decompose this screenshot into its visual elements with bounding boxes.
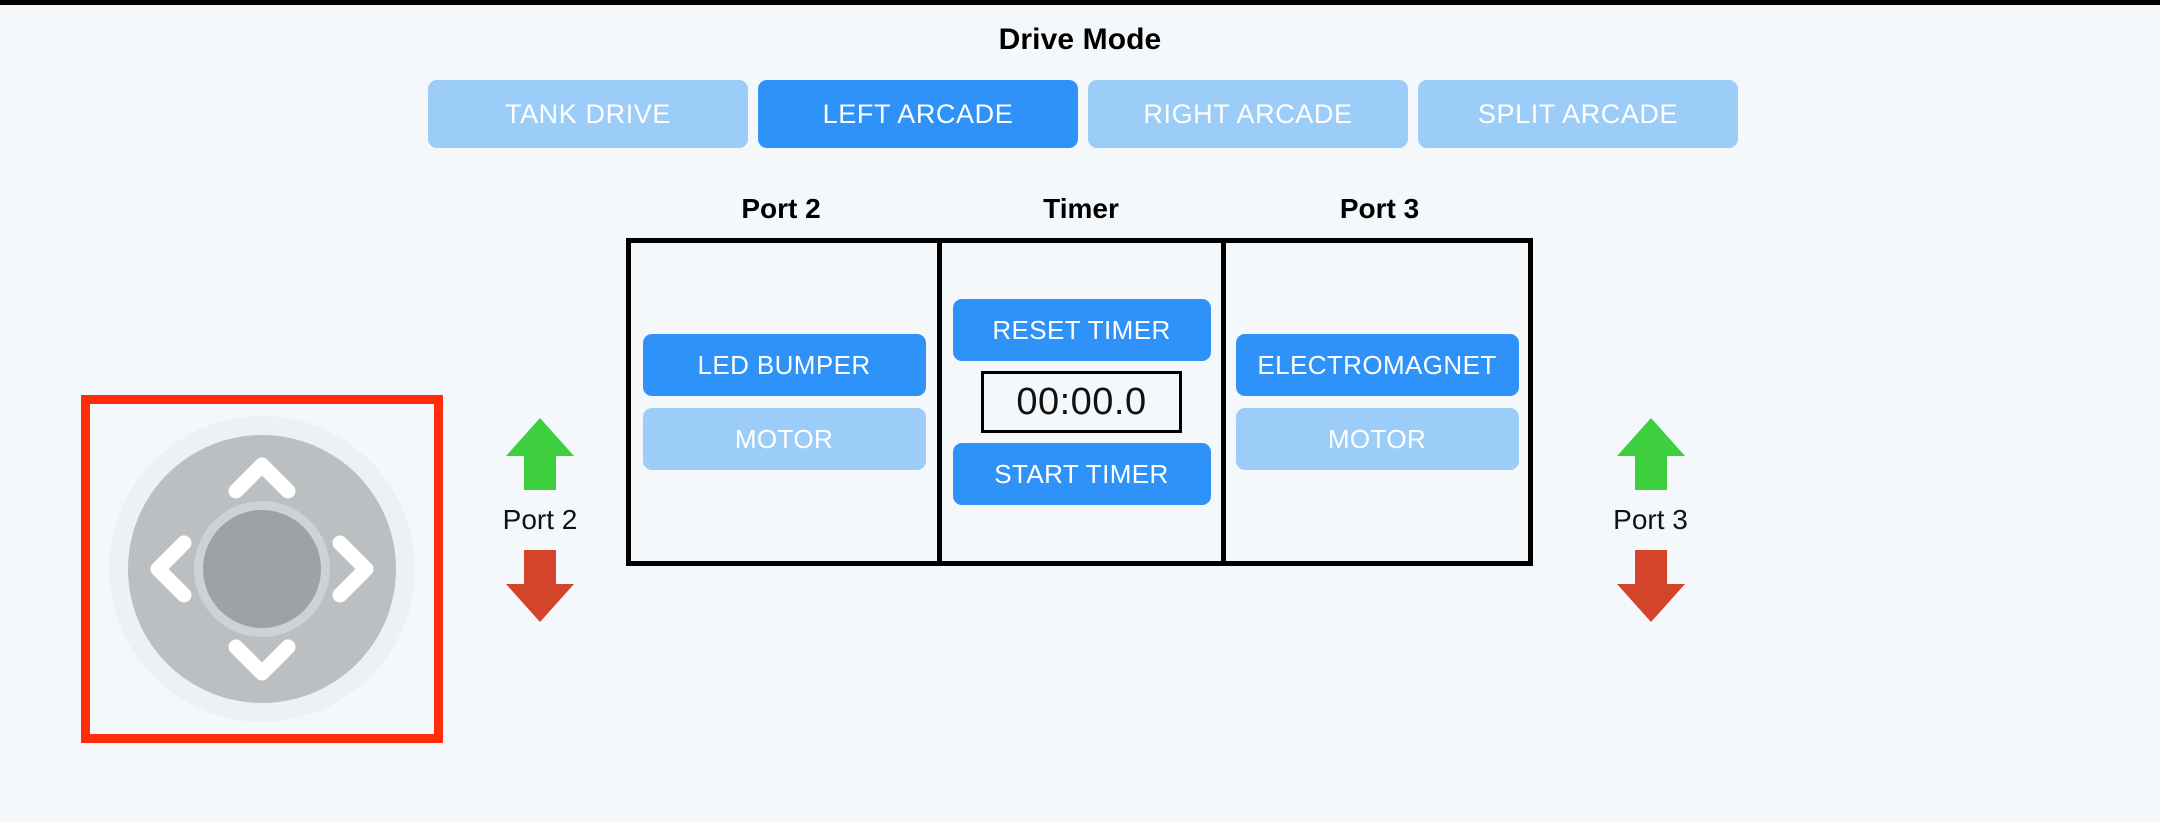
control-panel: LED BUMPER MOTOR RESET TIMER 00:00.0 STA…	[626, 238, 1533, 566]
arrow-up-icon[interactable]	[1615, 416, 1687, 492]
dpad-up-chevron-icon	[228, 457, 296, 499]
arrow-up-icon[interactable]	[504, 416, 576, 492]
timer-display: 00:00.0	[981, 371, 1182, 433]
arrow-down-icon[interactable]	[504, 548, 576, 624]
top-black-bar	[0, 0, 2160, 5]
panel-heading-port2: Port 2	[741, 193, 821, 224]
arrow-down-icon[interactable]	[1615, 548, 1687, 624]
dpad-left-chevron-icon	[150, 535, 192, 603]
dpad-right-chevron-icon	[332, 535, 374, 603]
port2-led-bumper-button[interactable]: LED BUMPER	[642, 334, 926, 396]
panel-heading-port3: Port 3	[1339, 193, 1420, 224]
drive-mode-split-arcade[interactable]: SPLIT ARCADE	[1418, 80, 1738, 148]
dpad-joystick-container[interactable]	[81, 395, 443, 743]
port3-arrow-group: Port 3	[1563, 416, 1738, 624]
port2-arrow-group: Port 2	[455, 416, 625, 624]
dpad-down-chevron-icon	[228, 639, 296, 681]
dpad-center-knob[interactable]	[203, 510, 321, 628]
drive-mode-left-arcade[interactable]: LEFT ARCADE	[758, 80, 1078, 148]
port3-button-stack: ELECTROMAGNET MOTOR	[1235, 334, 1519, 470]
port2-arrow-label: Port 2	[502, 504, 578, 535]
dpad-joystick[interactable]	[109, 416, 415, 722]
drive-mode-tank-drive[interactable]: TANK DRIVE	[428, 80, 748, 148]
port2-button-stack: LED BUMPER MOTOR	[642, 334, 926, 470]
port3-electromagnet-button[interactable]: ELECTROMAGNET	[1235, 334, 1519, 396]
panel-column-port2: LED BUMPER MOTOR	[626, 238, 937, 566]
start-timer-button[interactable]: START TIMER	[952, 443, 1211, 505]
panel-column-timer: RESET TIMER 00:00.0 START TIMER	[937, 238, 1226, 566]
dpad-chevrons	[150, 457, 374, 681]
port3-arrow-label: Port 3	[1613, 504, 1688, 535]
port2-motor-button[interactable]: MOTOR	[642, 408, 926, 470]
port3-motor-button[interactable]: MOTOR	[1235, 408, 1519, 470]
page-title: Drive Mode	[998, 23, 1162, 56]
reset-timer-button[interactable]: RESET TIMER	[952, 299, 1211, 361]
panel-column-port3: ELECTROMAGNET MOTOR	[1226, 238, 1533, 566]
drive-mode-right-arcade[interactable]: RIGHT ARCADE	[1088, 80, 1408, 148]
timer-stack: RESET TIMER 00:00.0 START TIMER	[952, 299, 1211, 505]
panel-heading-timer: Timer	[1043, 193, 1119, 224]
drive-mode-button-group: TANK DRIVE LEFT ARCADE RIGHT ARCADE SPLI…	[428, 80, 1738, 148]
